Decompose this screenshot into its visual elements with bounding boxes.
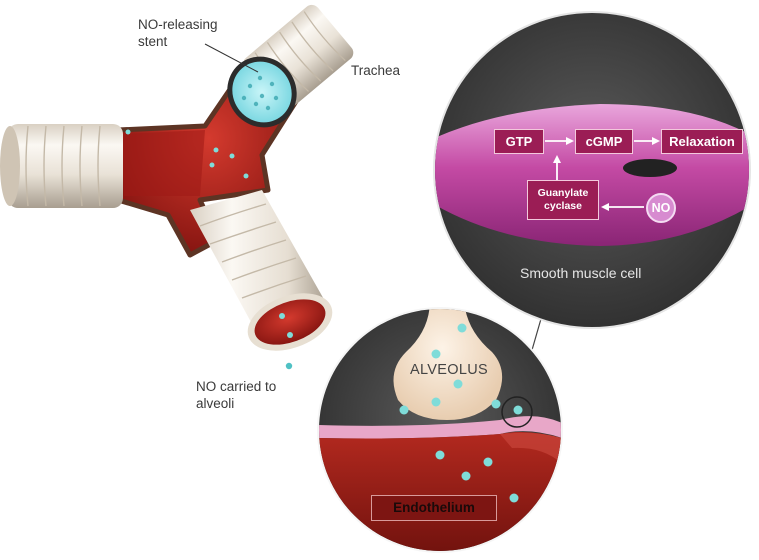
no-molecule-badge: NO: [646, 193, 676, 223]
smooth-muscle-label: Smooth muscle cell: [520, 265, 642, 281]
alveolus-sac: [393, 309, 502, 420]
zoom-ring: [501, 396, 533, 428]
cgmp-box: cGMP: [575, 129, 633, 154]
alveolus-magnifier: [317, 307, 563, 553]
endothelium-label: Endothelium: [371, 495, 497, 521]
stent-label: NO-releasing stent: [138, 17, 218, 49]
relaxation-box: Relaxation: [661, 129, 743, 154]
gtp-box: GTP: [494, 129, 544, 154]
guanylate-cyclase-box: Guanylate cyclase: [527, 180, 599, 220]
lower-bronchus: [190, 190, 333, 351]
no-releasing-stent: [232, 61, 292, 123]
smooth-muscle-cell: [435, 104, 749, 246]
trachea-model: [0, 4, 354, 370]
no-particles-trachea: [125, 129, 293, 338]
stent-pointer: [204, 43, 259, 73]
pathway-arrows: [545, 137, 660, 211]
no-particles-alveolus: [399, 323, 523, 503]
trachea-label: Trachea: [351, 63, 401, 78]
alveolus-label: ALVEOLUS: [410, 362, 488, 378]
left-bronchus: [0, 124, 123, 208]
cell-nucleus: [623, 159, 677, 177]
no-particle-legend: [285, 362, 293, 370]
no-carried-label: NO carried to alveoli: [196, 379, 277, 411]
